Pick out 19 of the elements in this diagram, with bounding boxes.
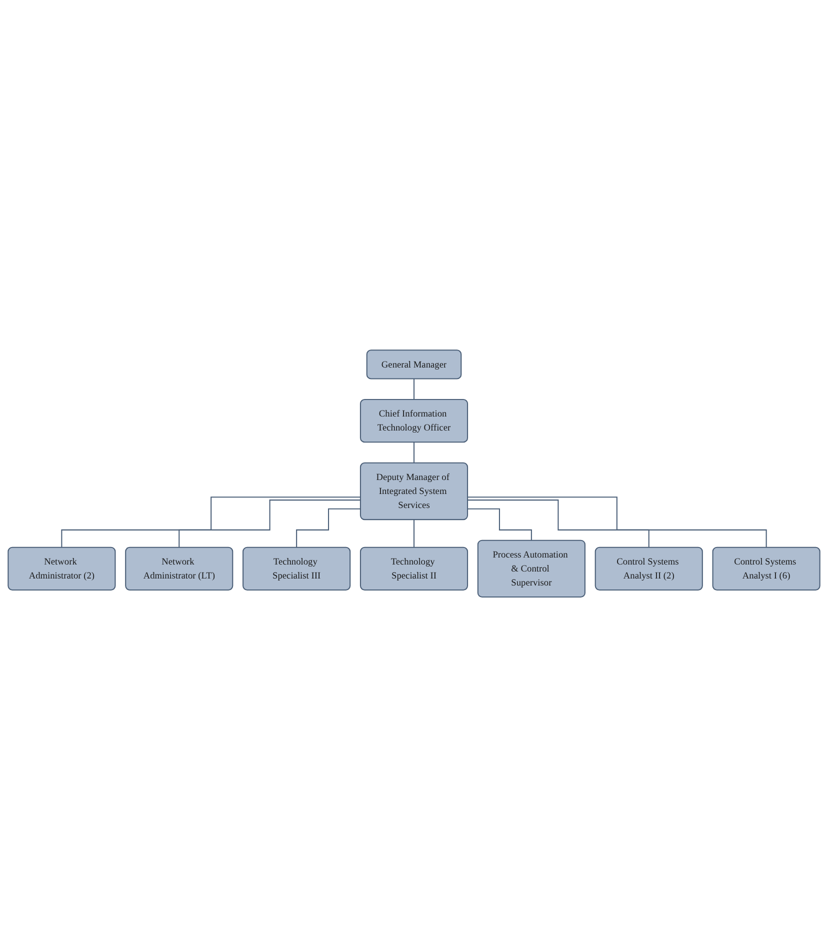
connector bbox=[468, 499, 650, 548]
node-box: Process Automation & Control Supervisor bbox=[477, 540, 586, 598]
connector bbox=[61, 496, 360, 548]
node-box: Control Systems Analyst I (6) bbox=[712, 546, 820, 590]
node-box: Control Systems Analyst II (2) bbox=[594, 546, 703, 590]
connector bbox=[296, 508, 360, 548]
node-box: Technology Specialist III bbox=[242, 546, 351, 590]
connector bbox=[468, 496, 767, 548]
connector bbox=[413, 442, 415, 464]
node-box: Network Administrator (LT) bbox=[125, 546, 234, 590]
connector bbox=[178, 499, 360, 548]
connector bbox=[468, 508, 532, 541]
node-box: Technology Specialist II bbox=[360, 546, 468, 590]
node-box: Deputy Manager of Integrated System Services bbox=[360, 462, 468, 520]
node-box: Network Administrator (2) bbox=[8, 546, 116, 590]
node-box: Chief Information Technology Officer bbox=[360, 398, 468, 443]
connector bbox=[413, 378, 415, 400]
connector bbox=[413, 518, 415, 548]
node-box: General Manager bbox=[366, 350, 462, 380]
